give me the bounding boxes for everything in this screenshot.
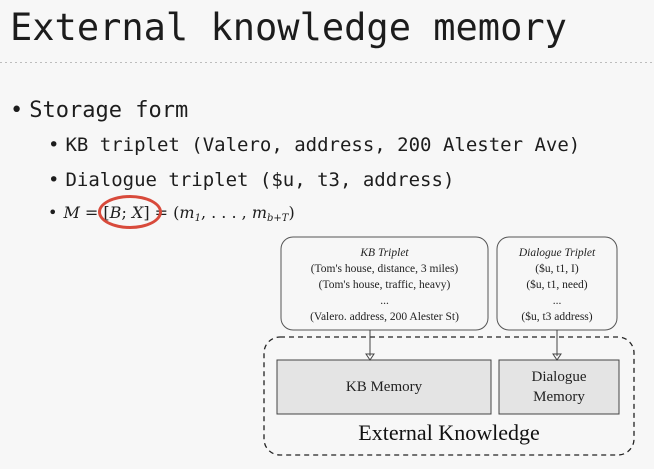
kb-memory-label: KB Memory — [345, 379, 423, 395]
kb-triplet-line: (Tom's house, distance, 3 miles) — [310, 263, 459, 275]
kb-triplet-line: (Tom's house, traffic, heavy) — [318, 279, 451, 291]
bullet-text: Dialogue triplet ($u, t3, address) — [65, 169, 455, 191]
bullet-kb-triplet: •KB triplet (Valero, address, 200 Aleste… — [48, 134, 580, 156]
dialogue-triplet-ellipsis: ... — [552, 295, 562, 307]
bullet-formula: •M = [B; X] = (m1, . . . , mb+T) — [48, 203, 295, 224]
dialogue-triplet-text: Dialogue Triplet ($u, t1, I) ($u, t1, ne… — [497, 245, 617, 325]
external-knowledge-label: External Knowledge — [358, 420, 540, 445]
dialogue-memory-line: Memory — [533, 389, 585, 405]
kb-triplet-ellipsis: ... — [380, 295, 389, 307]
bullet-dialogue-triplet: •Dialogue triplet ($u, t3, address) — [48, 169, 454, 191]
dialogue-memory-label: Dialogue Memory — [499, 367, 619, 407]
bullet-dot: • — [48, 169, 60, 191]
kb-triplet-line: (Valero. address, 200 Alester St) — [310, 311, 459, 323]
dialogue-triplet-line: ($u, t1, I) — [535, 263, 579, 275]
dialogue-triplet-title: Dialogue Triplet — [518, 247, 596, 259]
bullet-text: KB triplet (Valero, address, 200 Alester… — [65, 134, 581, 156]
dialogue-triplet-line: ($u, t3 address) — [521, 311, 593, 323]
highlight-circle — [98, 195, 162, 229]
kb-triplet-text: KB Triplet (Tom's house, distance, 3 mil… — [281, 245, 488, 325]
dialogue-arrow-head — [552, 353, 562, 361]
slide-title: External knowledge memory — [10, 6, 567, 49]
bullet-dot: • — [48, 203, 58, 222]
dialogue-memory-line: Dialogue — [531, 369, 587, 385]
kb-triplet-title: KB Triplet — [360, 247, 409, 259]
bullet-storage-form: •Storage form — [10, 98, 188, 123]
bullet-dot: • — [48, 134, 60, 156]
title-divider — [0, 62, 654, 63]
bullet-dot: • — [10, 98, 24, 123]
bullet-text: Storage form — [29, 98, 189, 123]
kb-arrow-head — [365, 353, 375, 361]
dialogue-triplet-line: ($u, t1, need) — [526, 279, 588, 291]
